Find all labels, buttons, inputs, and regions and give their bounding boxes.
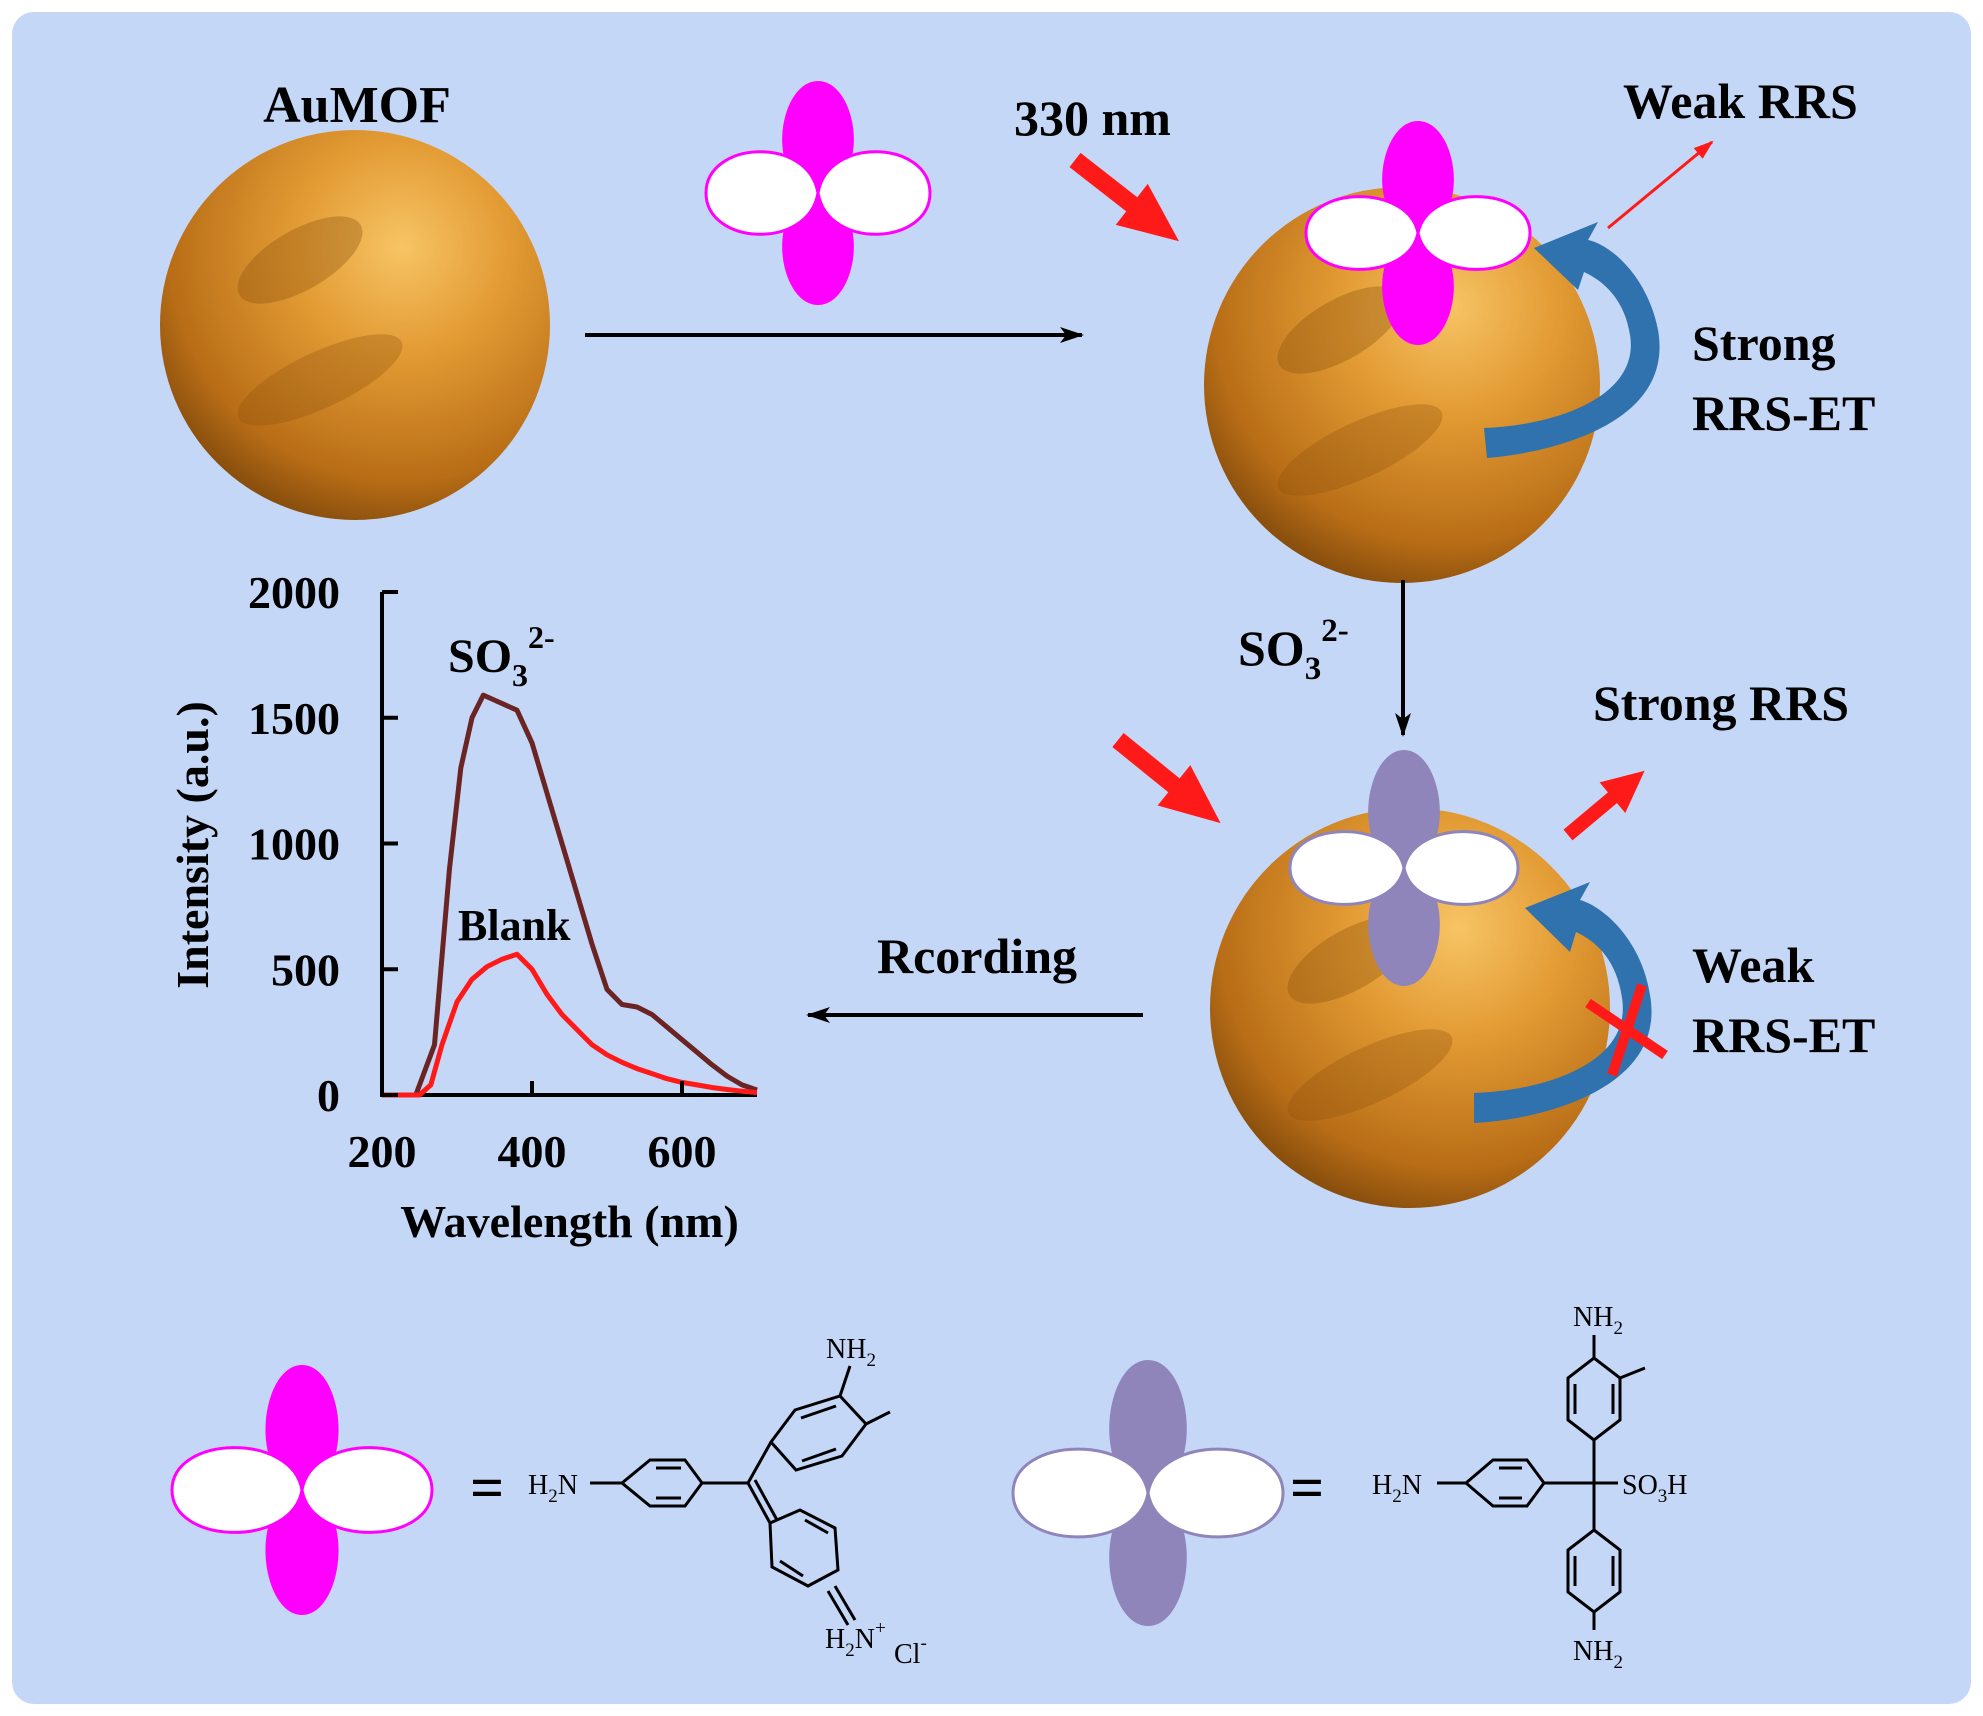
recording-label: Rcording (877, 928, 1077, 984)
sulfite-series-label: SO32- (448, 619, 555, 693)
excitation-label: 330 nm (1014, 90, 1171, 146)
strong-rrs-et-label-line1: Strong (1692, 315, 1836, 371)
weak-rrs-et-arrow (1474, 882, 1652, 1123)
weak-rrs-label: Weak RRS (1623, 73, 1858, 129)
y-tick-label: 0 (317, 1070, 340, 1121)
sulfite-label: SO32- (1238, 613, 1349, 687)
bound-adduct-clover-icon (1288, 750, 1520, 986)
aumof-label: AuMOF (263, 77, 451, 134)
aumof-particle (160, 130, 550, 520)
strong-rrs-et-arrow (1484, 222, 1660, 458)
blank-series-label: Blank (458, 901, 571, 950)
sulfite-series-line (382, 692, 758, 1098)
adduct-nh2-bottom-label: NH2 (1573, 1636, 1623, 1673)
chart-ticks: 0 500 1000 1500 2000 200 400 600 (248, 567, 717, 1177)
dye-structure (590, 1365, 891, 1626)
excitation-arrow-bottom (1112, 733, 1221, 824)
strong-rrs-arrow (1563, 770, 1645, 841)
adduct-so3h-label: SO3H (1622, 1470, 1688, 1507)
weak-rrs-arrow (1607, 140, 1714, 230)
dye-counterion-label: Cl- (894, 1633, 927, 1670)
legend-equals-dye: = (470, 1455, 504, 1521)
dye-amine-left-label: H2N (528, 1470, 578, 1507)
excitation-arrow-top (1069, 152, 1180, 242)
x-tick-label: 400 (498, 1126, 567, 1177)
legend-dye-clover-icon (170, 1365, 434, 1615)
x-tick-label: 600 (648, 1126, 717, 1177)
x-axis-label: Wavelength (nm) (400, 1196, 739, 1247)
y-tick-label: 500 (271, 944, 340, 995)
chart-lines (382, 692, 758, 1098)
dye-clover-icon (704, 81, 932, 305)
x-tick-label: 200 (348, 1126, 417, 1177)
adduct-amine-left-label: H2N (1372, 1470, 1422, 1507)
adduct-nh2-top-label: NH2 (1573, 1302, 1623, 1339)
strong-rrs-label: Strong RRS (1593, 675, 1849, 731)
dye-nh2-top-label: NH2 (826, 1334, 876, 1371)
adduct-structure (1437, 1335, 1646, 1630)
y-tick-label: 1500 (248, 693, 340, 744)
legend-equals-adduct: = (1290, 1455, 1324, 1521)
y-axis-label: Intensity (a.u.) (167, 701, 218, 989)
y-tick-label: 1000 (248, 819, 340, 870)
aumof-dye-particle (1204, 187, 1600, 583)
dye-iminium-label: H2N+ (825, 1618, 886, 1661)
rrs-spectrum-chart: 0 500 1000 1500 2000 200 400 600 Intensity (a.u… (167, 567, 758, 1247)
blocked-cross-icon (1585, 983, 1668, 1077)
legend-adduct-clover-icon (1011, 1360, 1285, 1626)
weak-rrs-et-label-line1: Weak (1692, 937, 1814, 993)
y-tick-label: 2000 (248, 567, 340, 618)
weak-rrs-et-label-line2: RRS-ET (1692, 1007, 1875, 1063)
strong-rrs-et-label-line2: RRS-ET (1692, 385, 1875, 441)
bound-dye-clover-icon (1304, 121, 1532, 345)
blank-series-line (382, 951, 758, 1098)
